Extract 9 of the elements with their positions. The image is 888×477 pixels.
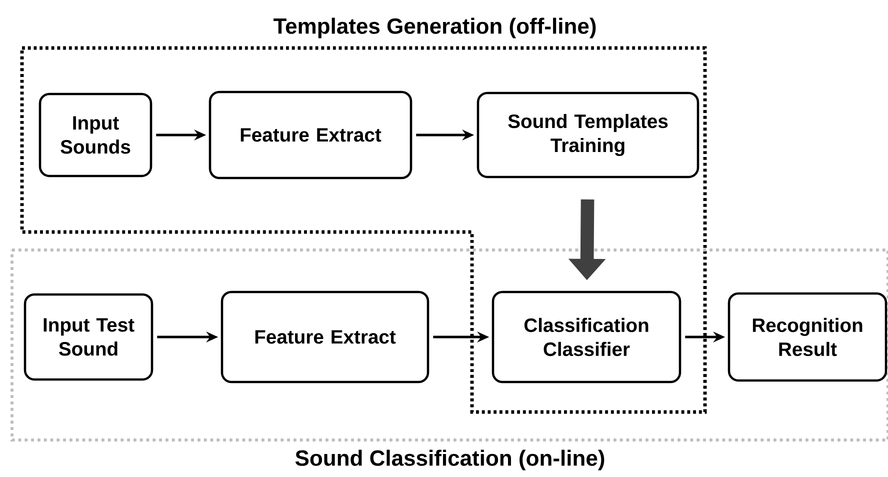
process-box: Recognition Result: [728, 292, 888, 382]
process-box: Input Sounds: [38, 92, 152, 178]
region-title: Sound Classification (on-line): [295, 450, 604, 470]
process-box: Feature Extract: [220, 290, 430, 384]
process-box: Input Test Sound: [24, 293, 154, 381]
process-box: Feature Extract: [208, 90, 412, 180]
process-box: Sound Templates Training: [476, 92, 700, 178]
process-box: Classification Classifier: [492, 290, 682, 384]
region-title: Templates Generation (off-line): [274, 18, 596, 38]
